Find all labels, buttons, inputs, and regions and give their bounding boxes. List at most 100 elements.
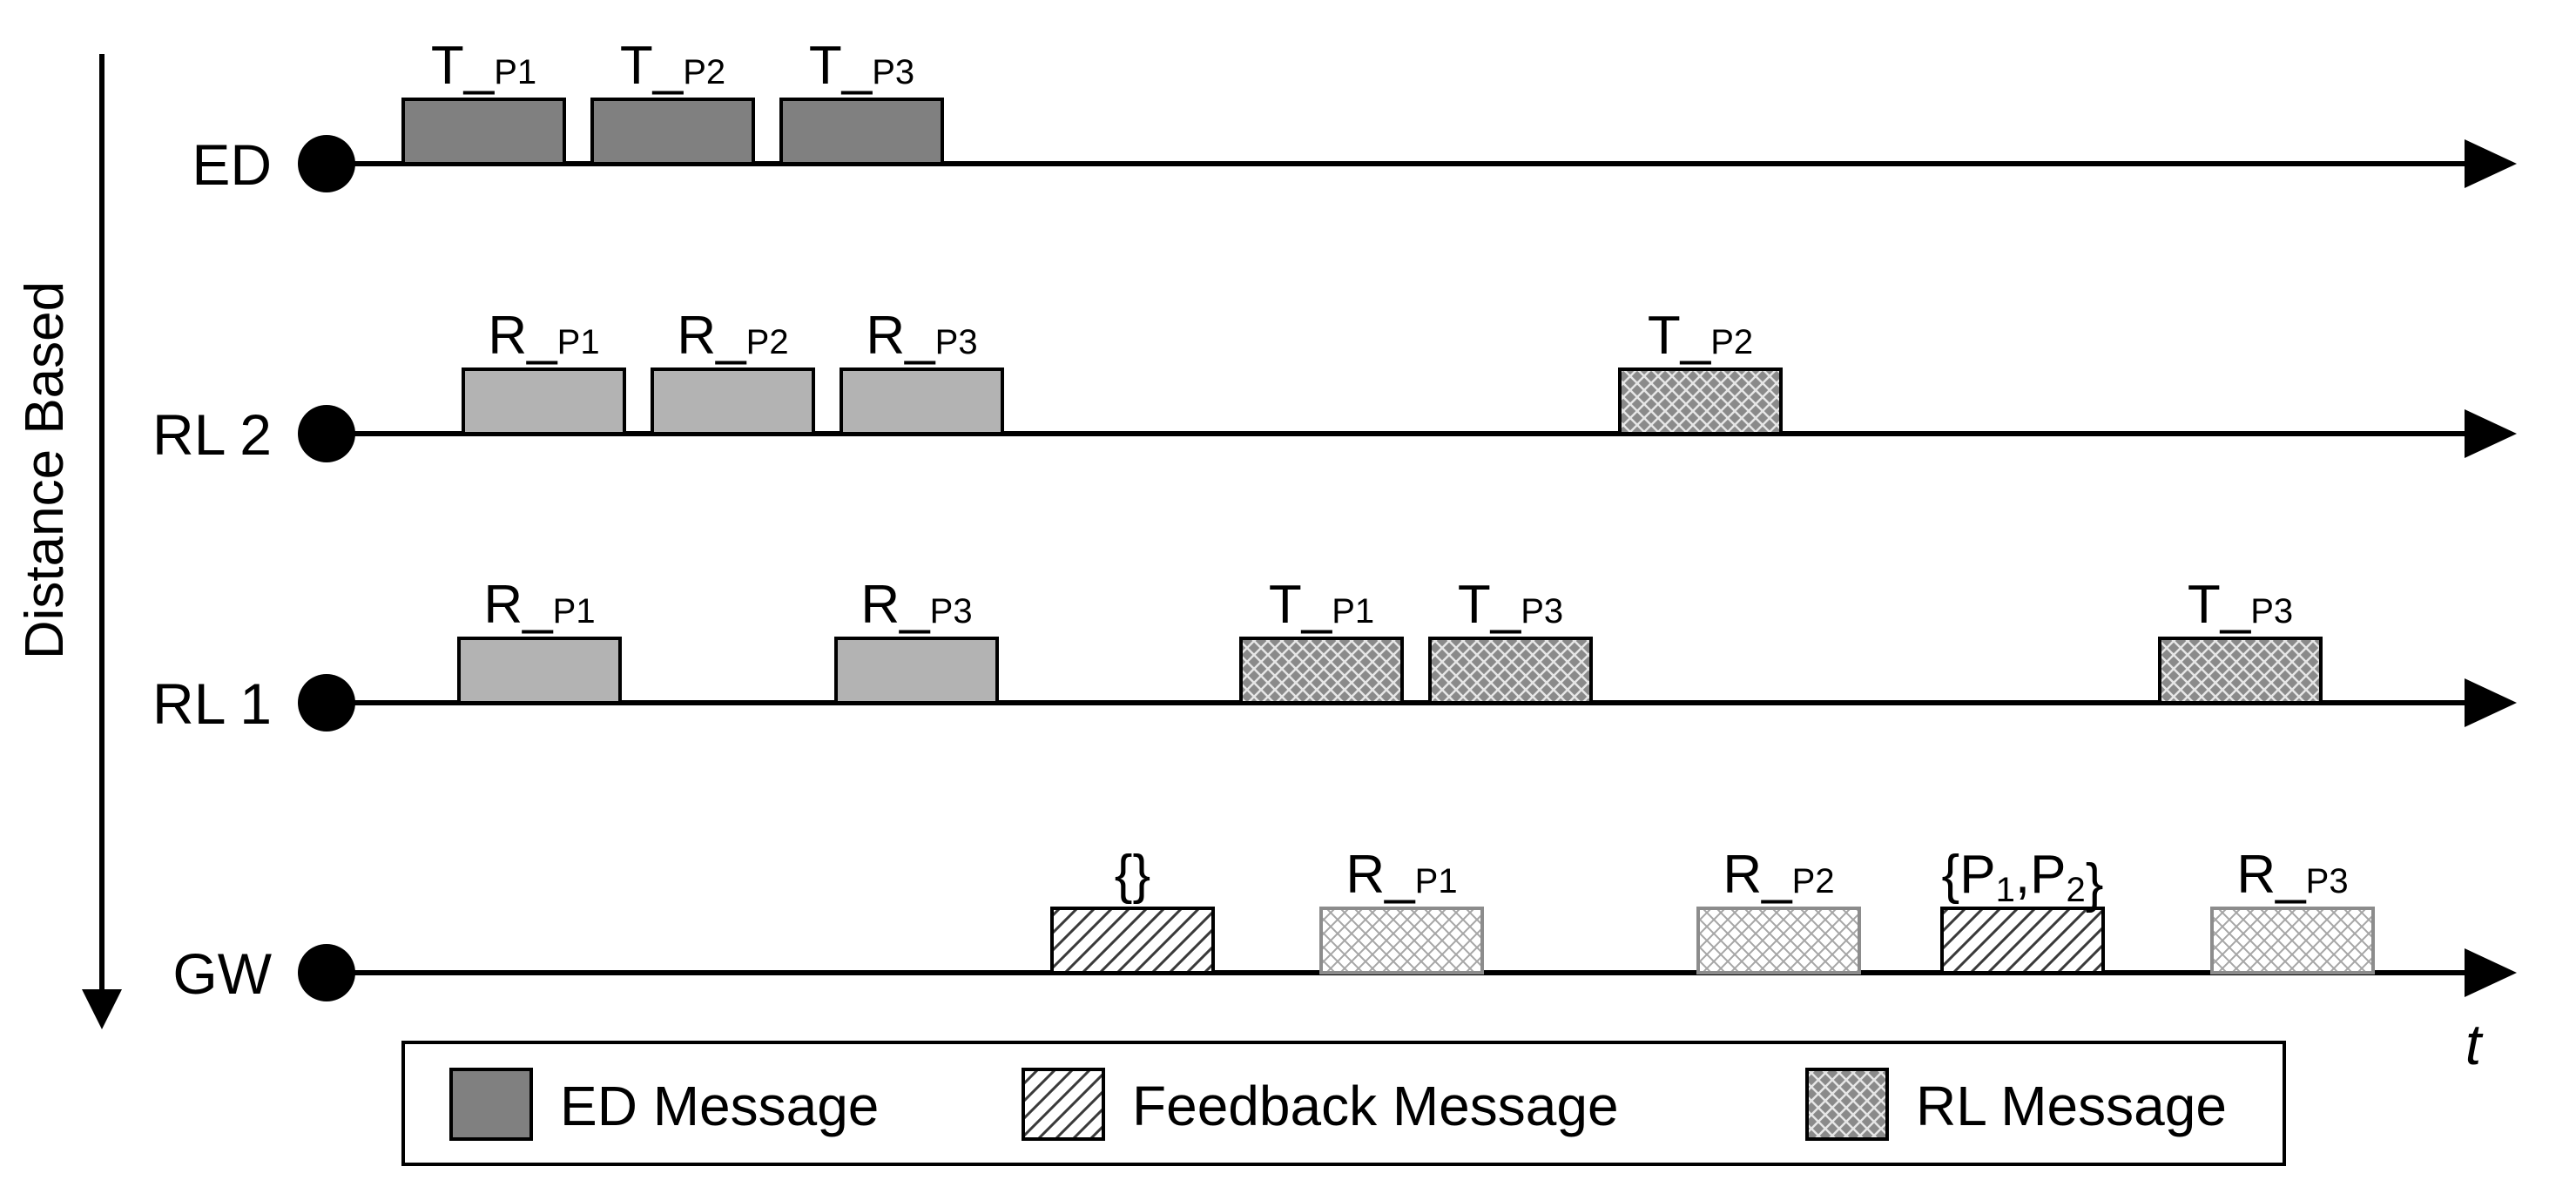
message-label: R_P3 — [2236, 845, 2348, 905]
timeline-ed-ed-message: T_P2 — [590, 36, 755, 165]
timeline-rl-1-origin-dot — [298, 674, 355, 732]
legend-frame — [401, 1041, 2286, 1166]
rx-message-block — [457, 637, 622, 705]
timeline-rl-2-rx-message: R_P1 — [462, 306, 626, 435]
message-label-sub: P3 — [930, 592, 973, 630]
message-label-main: R — [488, 306, 527, 366]
timeline-gw-origin-dot — [298, 944, 355, 1001]
message-label-main: R — [1723, 845, 1762, 905]
message-label-separator: _ — [1761, 845, 1793, 905]
message-label-main: R — [677, 306, 716, 366]
message-set-part: , — [2015, 845, 2030, 905]
timeline-rl-1-rl-message: T_P3 — [1428, 575, 1593, 705]
message-label: T_P3 — [1458, 575, 1563, 635]
message-set-part: P — [2030, 845, 2066, 905]
rx-message-block — [834, 637, 999, 705]
timeline-ed-ed-message: T_P1 — [401, 36, 566, 165]
rl-message-block — [1428, 637, 1593, 705]
message-label-separator: _ — [1384, 845, 1416, 905]
timeline-rl-1-arrowhead — [2465, 678, 2517, 727]
legend-items: ED Message Feedback Message RL Message — [449, 1068, 2227, 1141]
message-label: {} — [1115, 845, 1150, 905]
message-label-main: T — [1269, 575, 1302, 635]
legend-item-feedback-message: Feedback Message — [1022, 1068, 1619, 1141]
message-label-sub: P3 — [935, 323, 978, 361]
timeline-gw-label: GW — [172, 941, 272, 1006]
ed-message-block — [401, 98, 566, 165]
legend-label: RL Message — [1916, 1075, 2227, 1137]
message-label: T_P2 — [620, 36, 725, 96]
timeline-rl-2-origin-dot — [298, 405, 355, 462]
message-set-part: P — [1959, 845, 1995, 905]
message-label-sub: P3 — [1521, 592, 1563, 630]
rl-message-block — [1239, 637, 1404, 705]
timeline-rl-1-label: RL 1 — [152, 671, 272, 736]
legend-swatch — [1022, 1068, 1105, 1141]
message-label-sub: P2 — [746, 323, 789, 361]
timeline-gw-gwrx-message: R_P2 — [1696, 845, 1861, 974]
message-label-sub: P3 — [872, 53, 914, 91]
message-label: {P1,P2} — [1942, 845, 2104, 914]
rx-message-block — [840, 367, 1004, 435]
message-label-main: T — [809, 36, 842, 96]
message-label-separator: _ — [1680, 306, 1712, 366]
message-label-separator: _ — [1490, 575, 1522, 635]
message-label-sub: P3 — [2306, 862, 2349, 900]
message-label-separator: _ — [522, 575, 554, 635]
timeline-rl-1-rx-message: R_P1 — [457, 575, 622, 705]
message-label-sub: P1 — [553, 592, 596, 630]
rl-message-block — [1618, 367, 1783, 435]
message-label-main: T — [1648, 306, 1681, 366]
message-label-main: R — [1345, 845, 1385, 905]
message-label-separator: _ — [2275, 845, 2307, 905]
message-label: T_P3 — [2188, 575, 2293, 635]
message-label-separator: _ — [841, 36, 873, 96]
message-label-sub: P2 — [683, 53, 725, 91]
timeline-gw-gwrx-message: R_P3 — [2210, 845, 2375, 974]
message-label-main: T — [620, 36, 653, 96]
legend-label: Feedback Message — [1132, 1075, 1619, 1137]
message-label-separator: _ — [2220, 575, 2252, 635]
message-label-main: R — [483, 575, 523, 635]
timeline-rl-2-rx-message: R_P3 — [840, 306, 1004, 435]
timeline-rl-1-rl-message: T_P1 — [1239, 575, 1404, 705]
gwrx-message-block — [2210, 907, 2375, 974]
timeline-ed-ed-message: T_P3 — [779, 36, 944, 165]
message-label-main: T — [1458, 575, 1491, 635]
message-set-part: 1 — [1996, 871, 2015, 909]
message-label-main: R — [2236, 845, 2276, 905]
message-label-main: T — [2188, 575, 2221, 635]
timeline-rl-2-label: RL 2 — [152, 402, 272, 467]
rl-message-block — [2158, 637, 2323, 705]
message-label: R_P2 — [677, 306, 788, 366]
distance-axis-label: Distance Based — [15, 281, 75, 659]
message-label-sub: P1 — [1415, 862, 1458, 900]
timeline-rl-1-rx-message: R_P3 — [834, 575, 999, 705]
feedback-message-block — [1050, 907, 1215, 974]
message-label-sub: P3 — [2250, 592, 2293, 630]
message-label-separator: _ — [652, 36, 684, 96]
legend-item-ed-message: ED Message — [449, 1068, 879, 1141]
message-label: R_P1 — [483, 575, 595, 635]
timelines: ED RL 2 RL 1 GW — [152, 132, 2517, 1006]
message-label: T_P1 — [431, 36, 536, 96]
message-label-main: R — [866, 306, 905, 366]
message-label-main: T — [431, 36, 464, 96]
feedback-message-block — [1940, 907, 2105, 974]
timeline-ed-origin-dot — [298, 135, 355, 192]
legend-swatch — [449, 1068, 533, 1141]
message-label-sub: P2 — [1710, 323, 1753, 361]
legend-item-rl-message: RL Message — [1805, 1068, 2227, 1141]
timeline-rl-2-arrowhead — [2465, 409, 2517, 458]
message-label-separator: _ — [463, 36, 496, 96]
timeline-rl-2-rx-message: R_P2 — [651, 306, 815, 435]
message-label: R_P1 — [488, 306, 599, 366]
timeline-gw-gwrx-message: R_P1 — [1319, 845, 1484, 974]
message-label: R_P3 — [866, 306, 977, 366]
message-label-sub: P2 — [1792, 862, 1835, 900]
timeline-ed-label: ED — [192, 132, 272, 197]
message-label: T_P3 — [809, 36, 914, 96]
timeline-ed-arrowhead — [2465, 139, 2517, 188]
message-label-separator: _ — [904, 306, 936, 366]
